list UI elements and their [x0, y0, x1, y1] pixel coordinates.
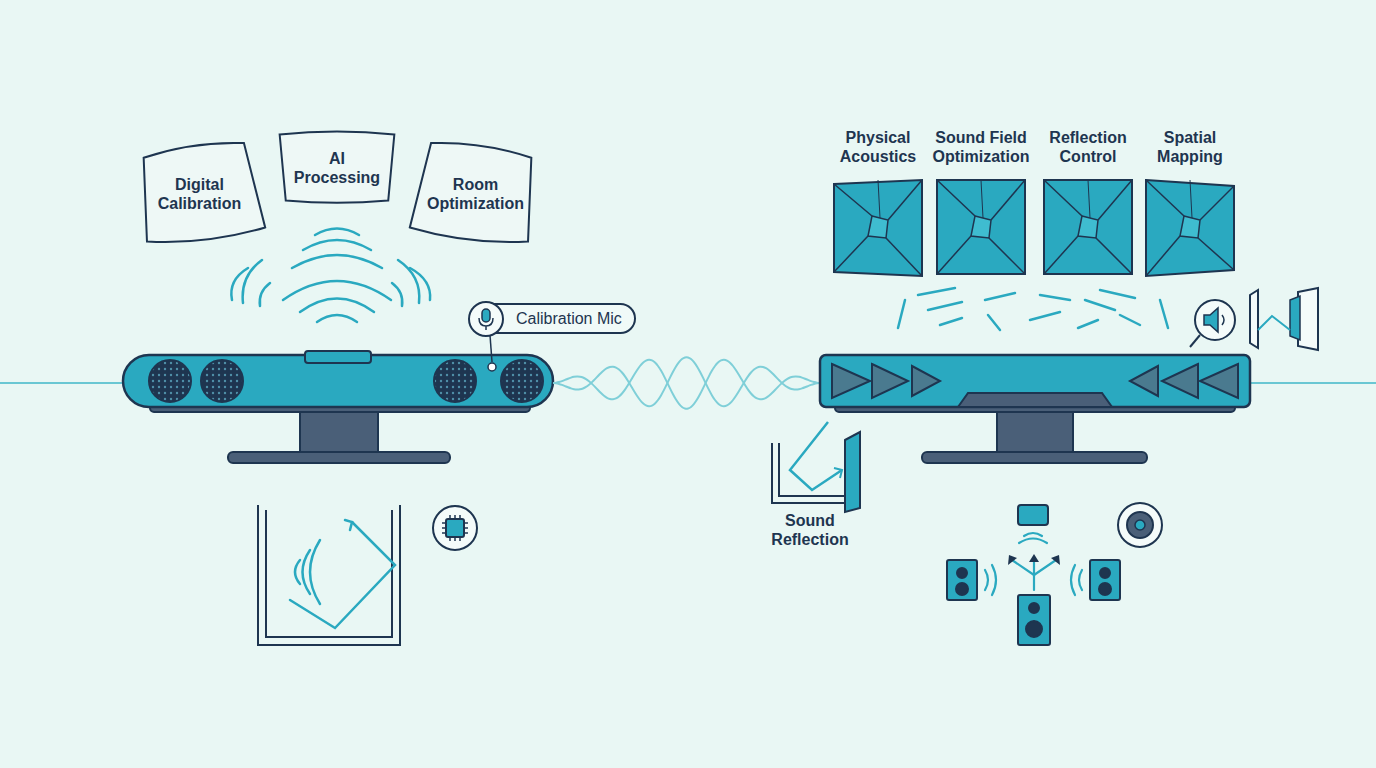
panel-heading: Spatial Mapping [1134, 128, 1246, 166]
feature-badge: Room Optimization [412, 143, 539, 245]
acoustic-panel: Sound Field Optimization [925, 128, 1037, 280]
badge-outline [276, 130, 398, 205]
acoustic-panel: Reflection Control [1032, 128, 1144, 280]
panel-heading: Physical Acoustics [822, 128, 934, 166]
panel-heading: Reflection Control [1032, 128, 1144, 166]
panel-heading: Sound Field Optimization [925, 128, 1037, 166]
callout-label: Calibration Mic [516, 309, 622, 328]
feature-badge: AI Processing [276, 130, 398, 205]
mic-icon [468, 301, 504, 337]
acoustic-panel: Spatial Mapping [1134, 128, 1246, 280]
feature-badge: Digital Calibration [136, 143, 263, 245]
badge-outline [412, 143, 539, 245]
figure-label: Sound Reflection [745, 511, 875, 549]
panel-shape [832, 178, 924, 278]
signal-wave [553, 360, 820, 409]
badge-outline [136, 143, 263, 245]
signal-wave [553, 357, 820, 406]
panel-shape [935, 178, 1027, 278]
badge-label: Room Optimization [427, 175, 524, 213]
panel-shape [1042, 178, 1134, 278]
panel-shape [1144, 178, 1236, 278]
acoustic-panel: Physical Acoustics [822, 128, 934, 280]
badge-label: Digital Calibration [151, 175, 248, 213]
badge-label: AI Processing [291, 149, 383, 187]
callout-pill: Calibration Mic [470, 303, 636, 334]
